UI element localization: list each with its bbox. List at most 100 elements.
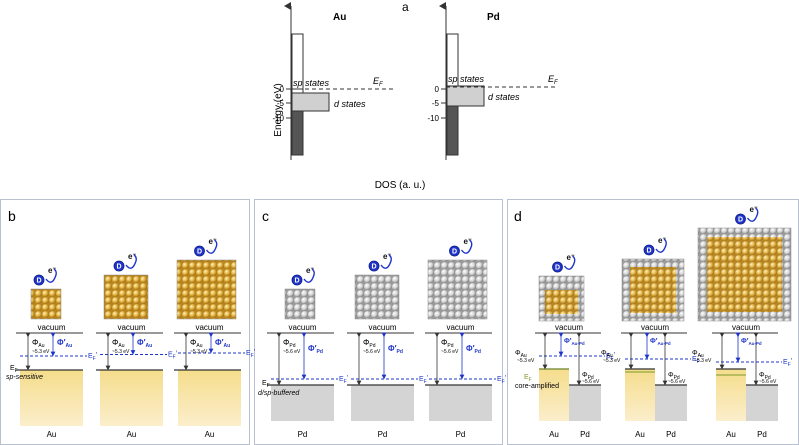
panel-c-2-transfer-arrow	[460, 239, 473, 254]
pd-title: Pd	[487, 12, 500, 23]
panel-c-metal-2: Pd	[456, 430, 466, 439]
panel-c-pd-cluster-2	[427, 259, 488, 320]
panel-d-phi-au-val-2: ~5.3 eV	[694, 358, 712, 364]
pd-sp-label: sp states	[448, 74, 485, 84]
au-d-band	[291, 92, 330, 112]
panel-b-phi-val-1: ~5.3 eV	[112, 349, 130, 355]
panel-d-pd-label-1: Pd	[666, 430, 676, 439]
au-core-band	[291, 110, 304, 156]
panel-c-1-transfer-arrow	[380, 254, 392, 269]
panel-d-au-band-2	[716, 369, 746, 421]
panel-d-au-core-2	[707, 237, 782, 312]
panel-b-2-donor-label: D	[197, 249, 202, 256]
panel-c-phi-val-0: ~5.6 eV	[283, 349, 301, 355]
panel-d-phi-pd-0: ΦPd	[582, 372, 594, 381]
panel-c-ef-label: EF	[262, 380, 270, 389]
pd-dos-plot: 0 -5 -10 sp states d states EF Pd	[427, 2, 558, 160]
panel-c-phi-2: ΦPd	[441, 338, 454, 349]
panel-c-regime: d/sp-buffered	[258, 390, 300, 397]
panel-d-pd-label-2: Pd	[757, 430, 767, 439]
panel-c-pd-cluster-1	[354, 274, 400, 320]
panel-c-pd-band-1	[351, 385, 414, 421]
tick-minus5-pd: -5	[432, 99, 440, 108]
panel-b-2-electron: e−	[209, 237, 217, 246]
panel-d-1-donor	[643, 244, 655, 256]
panel-d-0-electron: e−	[567, 253, 575, 262]
panel-d-pd-band-0	[569, 385, 601, 421]
panel-b-0-donor	[33, 274, 45, 286]
panel-d-phip-0: Φ′Au-Pd	[564, 338, 585, 346]
panel-d-au-band-1	[625, 369, 655, 421]
panel-c-0-transfer-arrow	[303, 268, 315, 283]
panel-d-2-donor	[735, 213, 746, 225]
panel-b-efp-1: EF′	[168, 351, 178, 361]
panel-d-au-band-0	[539, 369, 569, 421]
panel-b-0-electron: e−	[48, 266, 56, 275]
panel-c-efp-0: EF′	[339, 375, 349, 385]
panel-c-2-donor-label: D	[452, 249, 457, 256]
panel-b-metal-0: Au	[47, 430, 57, 439]
au-title: Au	[333, 12, 346, 23]
panel-b-au-cluster-1	[103, 274, 149, 320]
panel-b-phi-0: ΦAu	[32, 338, 45, 349]
panel-d-1-electron: e−	[658, 236, 666, 245]
panel-c-phip-0: Φ′Pd	[308, 344, 323, 355]
panel-b-vacuum-1: vacuum	[117, 323, 145, 332]
panel-c-phi-1: ΦPd	[363, 338, 376, 349]
panel-c-pd-band-0	[271, 385, 334, 421]
panel-b-1-donor-label: D	[116, 264, 121, 271]
panel-d-efp-2: EF′	[783, 358, 793, 368]
panel-b-efp-0: EF′	[88, 352, 98, 362]
tick-minus10: -10	[272, 114, 284, 123]
panel-d-vacuum-1: vacuum	[641, 323, 669, 332]
panel-d-regime: core-amplified	[515, 383, 559, 390]
panel-c-vacuum-2: vacuum	[446, 323, 474, 332]
panel-c-pd-cluster-0	[284, 288, 316, 320]
panel-d-au-core-1	[630, 267, 676, 313]
tick-0-pd: 0	[435, 85, 440, 94]
panel-c-phi-val-1: ~5.6 eV	[363, 349, 381, 355]
panel-d-au-core-0	[545, 290, 578, 314]
panel-b-phip-2: Φ′Au	[215, 338, 230, 349]
panel-d-pd-label-0: Pd	[580, 430, 590, 439]
panel-d-1-transfer-arrow	[655, 238, 667, 253]
panel-d-au-label-1: Au	[635, 430, 645, 439]
panel-b-phi-1: ΦAu	[112, 338, 125, 349]
panel-a: a Energy (eV) DOS (a. u.) 0 -5 -10 sp st…	[272, 0, 558, 191]
panel-d-letter: d	[514, 208, 522, 224]
panel-b-au-band-2	[178, 370, 241, 426]
panel-c-metal-0: Pd	[298, 430, 308, 439]
panel-c-vacuum-0: vacuum	[288, 323, 316, 332]
panel-d-phi-au-val-1: ~5.3 eV	[603, 358, 621, 364]
au-d-label: d states	[334, 99, 366, 109]
panel-b-phi-2: ΦAu	[190, 338, 203, 349]
panel-c-2-donor	[449, 245, 460, 257]
au-sp-label: sp states	[293, 78, 330, 88]
panel-b-0-transfer-arrow	[45, 268, 57, 283]
panel-d-phi-au-val-0: ~5.3 eV	[517, 358, 535, 364]
panel-b-1-transfer-arrow	[125, 254, 137, 269]
panel-c-0-donor	[291, 274, 303, 286]
au-ef-label: EF	[373, 76, 383, 88]
panel-c-phi-val-2: ~5.6 eV	[441, 349, 459, 355]
panel-c-vacuum-1: vacuum	[368, 323, 396, 332]
energy-axis-label: Energy (eV)	[273, 83, 284, 136]
panels-bcd: b c d De−De−De−De−De−De−De−De−De−vacuumΦ…	[6, 205, 793, 439]
panel-c-phip-1: Φ′Pd	[388, 344, 403, 355]
panel-d-vacuum-0: vacuum	[555, 323, 583, 332]
panel-c-1-donor-label: D	[371, 264, 376, 271]
panel-b-metal-2: Au	[205, 430, 215, 439]
panel-d-0-transfer-arrow	[563, 255, 576, 270]
panel-d-pd-band-1	[655, 385, 687, 421]
panel-c-1-donor	[368, 260, 380, 272]
panel-b-letter: b	[8, 208, 16, 224]
panel-d-efp-0: EF′	[606, 352, 616, 362]
panel-c-phip-2: Φ′Pd	[466, 344, 481, 355]
panel-d-phi-au-0: ΦAu	[515, 350, 527, 359]
panel-b-1-donor	[113, 260, 125, 272]
panel-d-ef-label: EF	[524, 374, 532, 383]
panel-d-1-donor-label: D	[646, 248, 651, 255]
panel-b-efp-2: EF′	[246, 349, 256, 359]
panel-b-ef-label: EF	[10, 365, 18, 374]
panel-b-phi-val-2: ~5.3 eV	[190, 349, 208, 355]
